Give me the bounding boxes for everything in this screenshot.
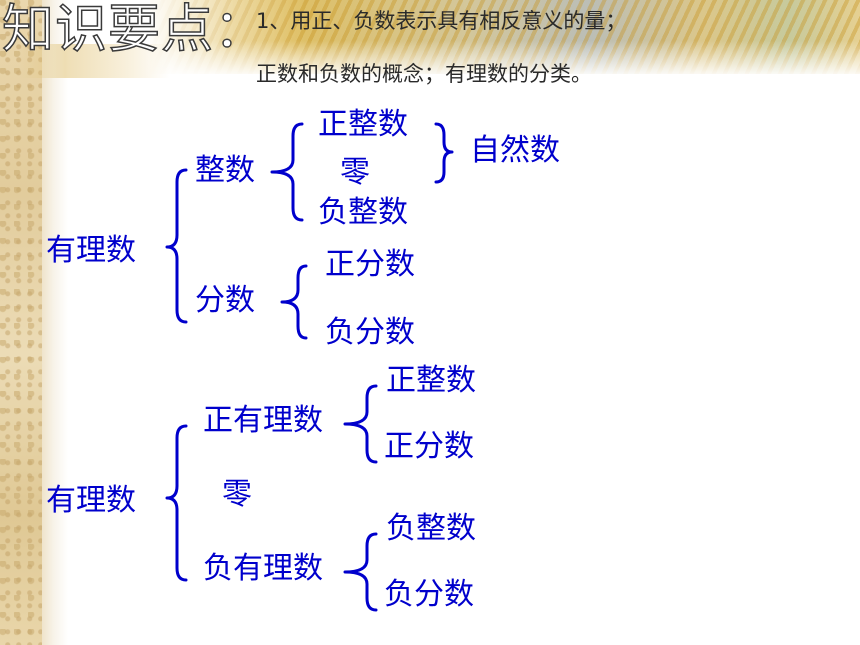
node-fractions: 分数: [195, 283, 255, 318]
root-rational-numbers-1: 有理数: [46, 233, 136, 268]
leaf-zero-1: 零: [340, 155, 370, 190]
wheat-banner-image: [150, 0, 860, 74]
objective-line-2: 正数和负数的概念；有理数的分类。: [256, 62, 592, 86]
brace-integers: [270, 122, 304, 222]
leaf-negative-integers-2: 负整数: [386, 511, 476, 546]
page-title: 知识要点：: [1, 0, 268, 61]
objective-line-1: 1、用正、负数表示具有相反意义的量；: [256, 9, 627, 33]
label-natural-numbers: 自然数: [470, 133, 560, 168]
node-negative-rational: 负有理数: [203, 551, 323, 586]
leaf-negative-fractions: 负分数: [325, 315, 415, 350]
brace-natural-numbers: [434, 122, 454, 184]
root-rational-numbers-2: 有理数: [46, 483, 136, 518]
leaf-positive-fractions: 正分数: [325, 247, 415, 282]
brace-rational-2: [165, 424, 188, 582]
node-positive-rational: 正有理数: [203, 403, 323, 438]
leaf-positive-integers: 正整数: [318, 107, 408, 142]
leaf-negative-integers: 负整数: [318, 195, 408, 230]
brace-positive-rational: [343, 384, 378, 464]
brace-fractions: [280, 264, 308, 340]
brace-negative-rational: [343, 532, 378, 612]
border-fade: [42, 0, 68, 645]
node-zero-2: 零: [222, 477, 252, 512]
leaf-negative-fractions-2: 负分数: [384, 577, 474, 612]
node-integers: 整数: [195, 153, 255, 188]
banner-underlay: [20, 44, 170, 78]
brace-rational-1: [165, 168, 188, 324]
parchment-border: [0, 0, 42, 645]
leaf-positive-fractions-2: 正分数: [384, 429, 474, 464]
leaf-positive-integers-2: 正整数: [386, 363, 476, 398]
